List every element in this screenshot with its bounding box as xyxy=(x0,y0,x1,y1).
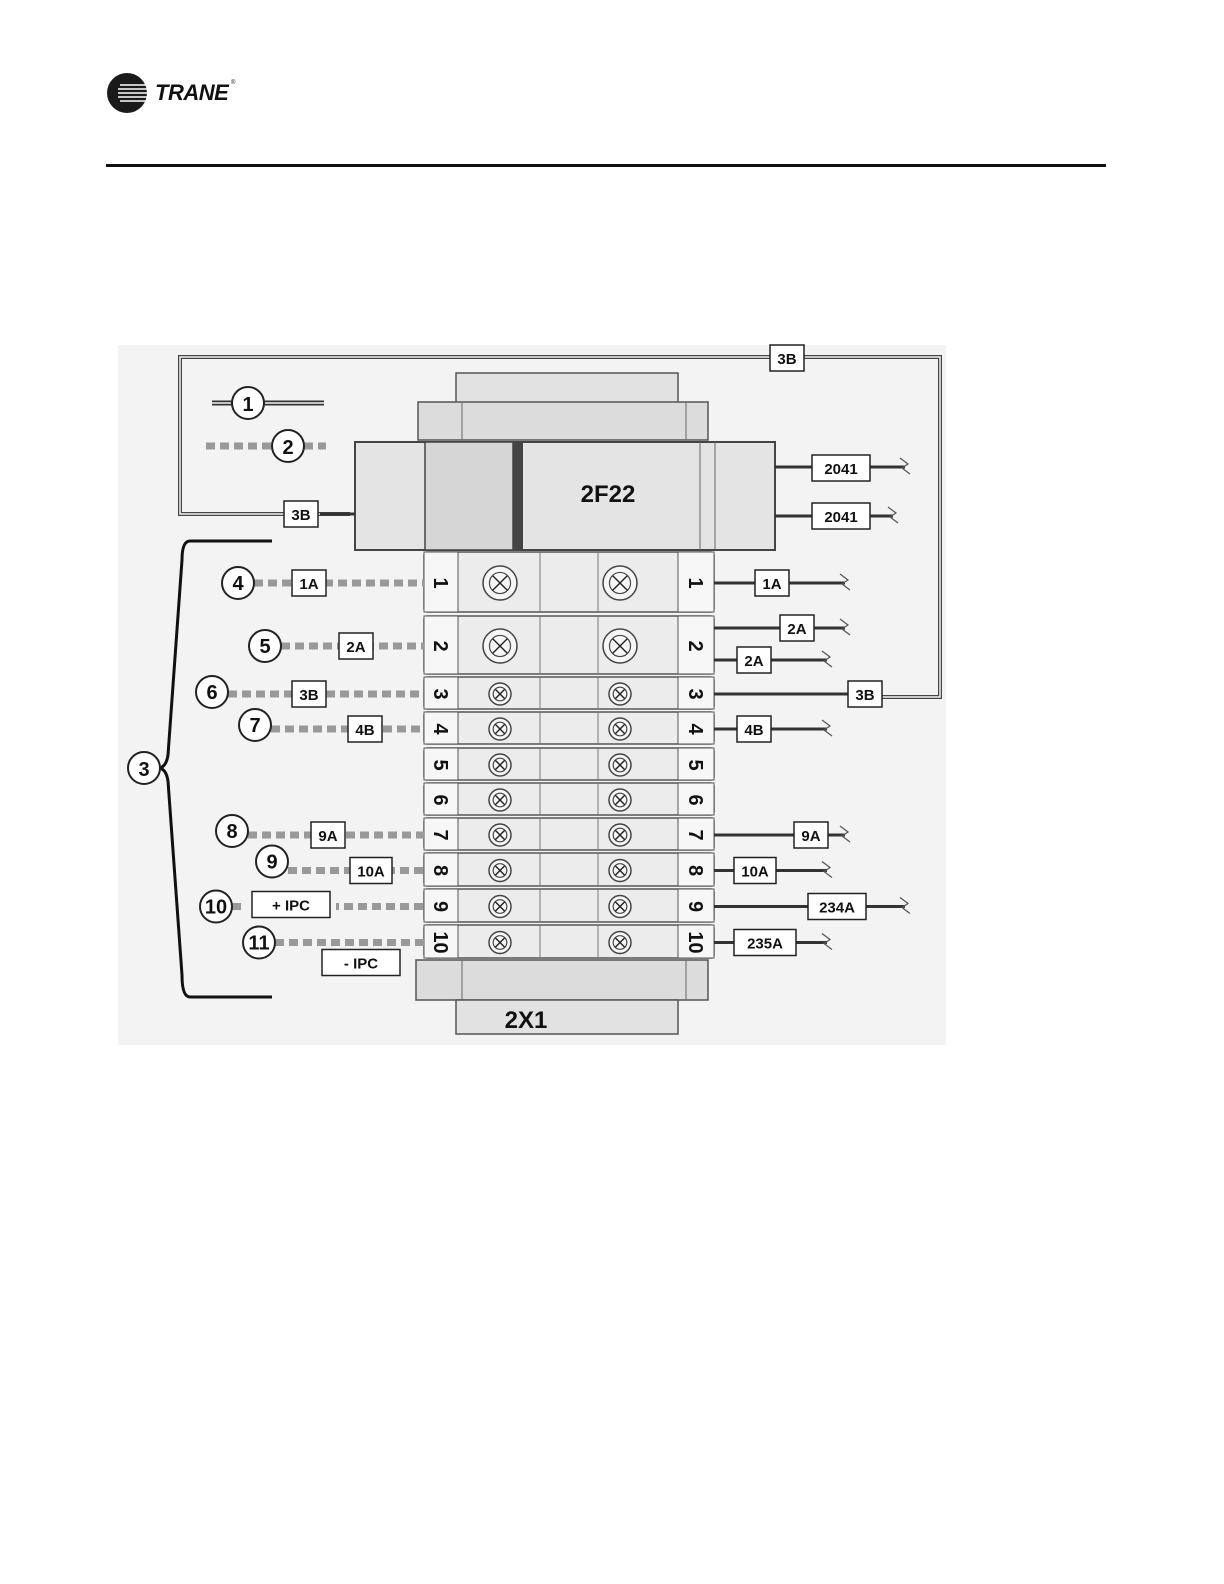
terminal-number-left: 7 xyxy=(429,829,451,840)
terminal-number-right: 4 xyxy=(684,723,706,735)
terminal-left-tag: 1A xyxy=(299,576,318,593)
legend-callout: 1 xyxy=(242,394,253,416)
terminal-number-left: 4 xyxy=(429,723,451,735)
fuse-wire-tag: 2041 xyxy=(824,461,857,478)
terminal-left-tag: + IPC xyxy=(272,898,310,915)
terminal-number-left: 6 xyxy=(429,794,451,805)
terminal-number-left: 9 xyxy=(429,901,451,912)
terminal-callout: 10 xyxy=(205,897,227,919)
terminal-right-tag: 235A xyxy=(747,936,783,953)
terminal-number-right: 6 xyxy=(684,794,706,805)
terminal-number-right: 8 xyxy=(684,865,706,876)
terminal-number-right: 7 xyxy=(684,829,706,840)
terminal-number-left: 2 xyxy=(429,640,451,651)
terminal-left-tag: 4B xyxy=(355,722,374,739)
terminal-number-left: 3 xyxy=(429,688,451,699)
fuse-body xyxy=(355,442,775,550)
terminal-number-left: 5 xyxy=(429,759,451,770)
terminal-right-tag: 4B xyxy=(744,722,763,739)
terminal-left-tag: 10A xyxy=(357,864,385,881)
terminal-number-right: 5 xyxy=(684,759,706,770)
terminal-number-right: 9 xyxy=(684,901,706,912)
terminal-callout: 4 xyxy=(232,573,244,595)
terminal-right-tag: 3B xyxy=(855,687,874,704)
terminal-callout: 9 xyxy=(266,852,277,874)
terminal-number-left: 8 xyxy=(429,865,451,876)
terminal-number-left: 1 xyxy=(429,577,451,588)
terminal-right-tag: 234A xyxy=(819,900,855,917)
terminal-left-tag: 2A xyxy=(346,639,365,656)
terminal-callout: 5 xyxy=(259,636,270,658)
terminal-right-tag: 10A xyxy=(741,864,769,881)
terminal-left-tag: - IPC xyxy=(344,956,378,973)
terminal-right-tag: 2A xyxy=(744,653,763,670)
terminal-number-right: 3 xyxy=(684,688,706,699)
terminal-right-tag: 9A xyxy=(801,828,820,845)
terminal-block-label: 2X1 xyxy=(505,1007,548,1034)
legend-callout: 2 xyxy=(282,437,293,459)
fuse-feed-tag-left: 3B xyxy=(291,507,310,524)
terminal-left-tag: 9A xyxy=(318,828,337,845)
fuse-wire-tag: 2041 xyxy=(824,509,857,526)
lower-mount-clip xyxy=(456,1000,678,1034)
fuse-label: 2F22 xyxy=(581,481,636,508)
terminal-number-right: 2 xyxy=(684,640,706,651)
brace-callout: 3 xyxy=(138,759,149,781)
terminal-callout: 6 xyxy=(206,682,217,704)
terminal-right-tag: 2A xyxy=(787,621,806,638)
terminal-right-tag: 1A xyxy=(762,576,781,593)
terminal-number-right: 10 xyxy=(684,931,706,953)
terminal-left-tag: 3B xyxy=(299,687,318,704)
terminal-callout: 11 xyxy=(248,933,269,955)
terminal-number-left: 10 xyxy=(429,931,451,953)
terminal-number-right: 1 xyxy=(684,577,706,588)
fuse-feed-tag-top: 3B xyxy=(777,351,796,368)
terminal-callout: 8 xyxy=(226,821,237,843)
terminal-callout: 7 xyxy=(249,715,260,737)
block-bottom-cap xyxy=(416,960,708,1000)
